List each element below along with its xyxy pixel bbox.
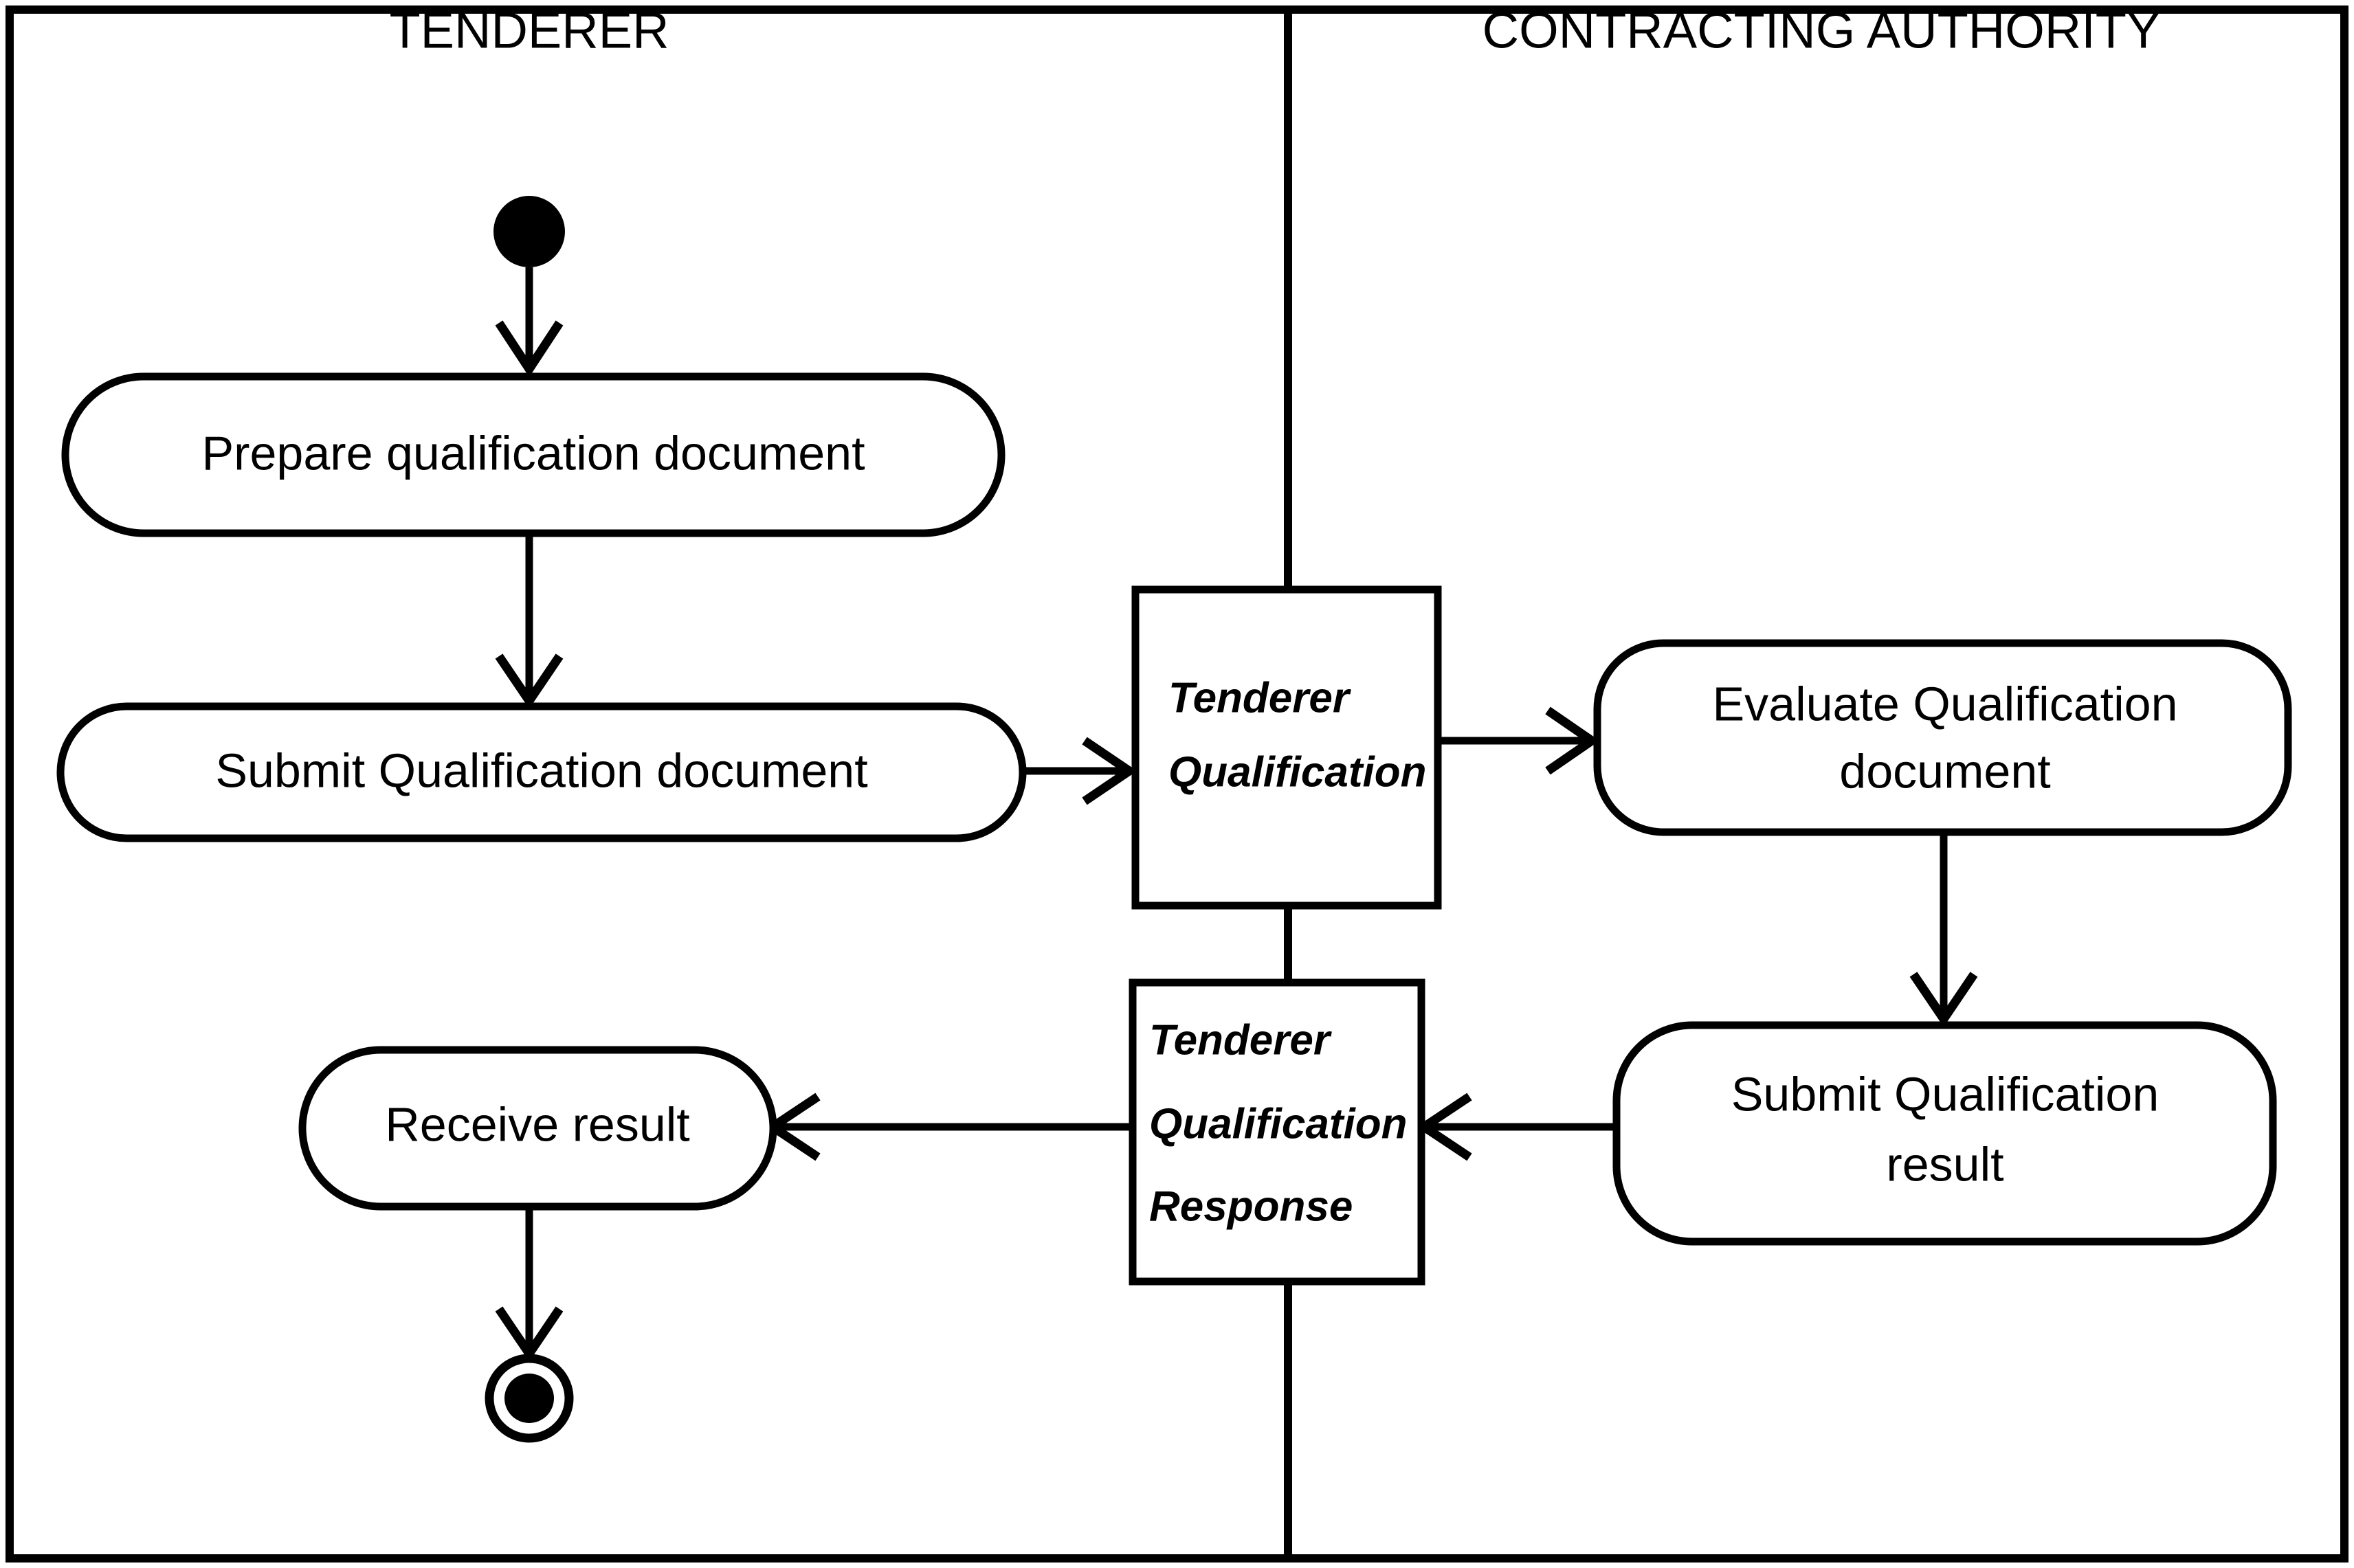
arrowhead-prepare-to-submit <box>495 653 564 709</box>
action-evaluate-qualification-document[interactable] <box>1593 639 2292 836</box>
signal-tenderer-qualification-line2: Qualification <box>1168 748 1426 796</box>
arrowhead-signal-tq-to-evaluate <box>1545 706 1600 775</box>
final-node-core <box>504 1374 554 1423</box>
action-prepare-qualification-document-label: Prepare qualification document <box>201 426 865 480</box>
action-submit-qualification-document-label: Submit Qualification document <box>215 743 867 797</box>
arrowhead-receive-result-to-end <box>495 1306 564 1362</box>
action-receive-result-label: Receive result <box>385 1097 690 1151</box>
signal-tenderer-qualification-response-line1: Tenderer <box>1149 1016 1332 1064</box>
arrowhead-start-to-prepare <box>495 320 564 377</box>
arrowhead-evaluate-to-submit-result <box>1909 972 1978 1027</box>
lane-title-contracting-authority: CONTRACTING AUTHORITY <box>1483 2 2161 59</box>
final-node-ring <box>485 1354 574 1443</box>
signal-tenderer-qualification-response-line3: Response <box>1149 1183 1353 1230</box>
action-receive-result[interactable] <box>298 1046 777 1211</box>
initial-node <box>493 196 565 267</box>
signal-tenderer-qualification-line1: Tenderer <box>1168 674 1351 721</box>
action-prepare-qualification-document[interactable] <box>61 372 1006 537</box>
signal-tenderer-qualification-response[interactable] <box>1129 978 1425 1286</box>
action-submit-qualification-result-line1: Submit Qualification <box>1731 1067 2159 1121</box>
action-evaluate-qualification-document-line1: Evaluate Qualification <box>1712 677 2177 730</box>
signal-tenderer-qualification[interactable] <box>1131 585 1442 910</box>
signal-tenderer-qualification-response-line2: Qualification <box>1149 1100 1407 1147</box>
arrowhead-submit-to-signal-tq <box>1082 737 1137 805</box>
action-submit-qualification-result[interactable] <box>1612 1021 2277 1246</box>
diagram-frame <box>5 5 2349 1563</box>
action-evaluate-qualification-document-line2: document <box>1839 744 2050 798</box>
lane-title-tenderer: TENDERER <box>389 2 669 59</box>
action-submit-qualification-result-line2: result <box>1886 1137 2003 1191</box>
